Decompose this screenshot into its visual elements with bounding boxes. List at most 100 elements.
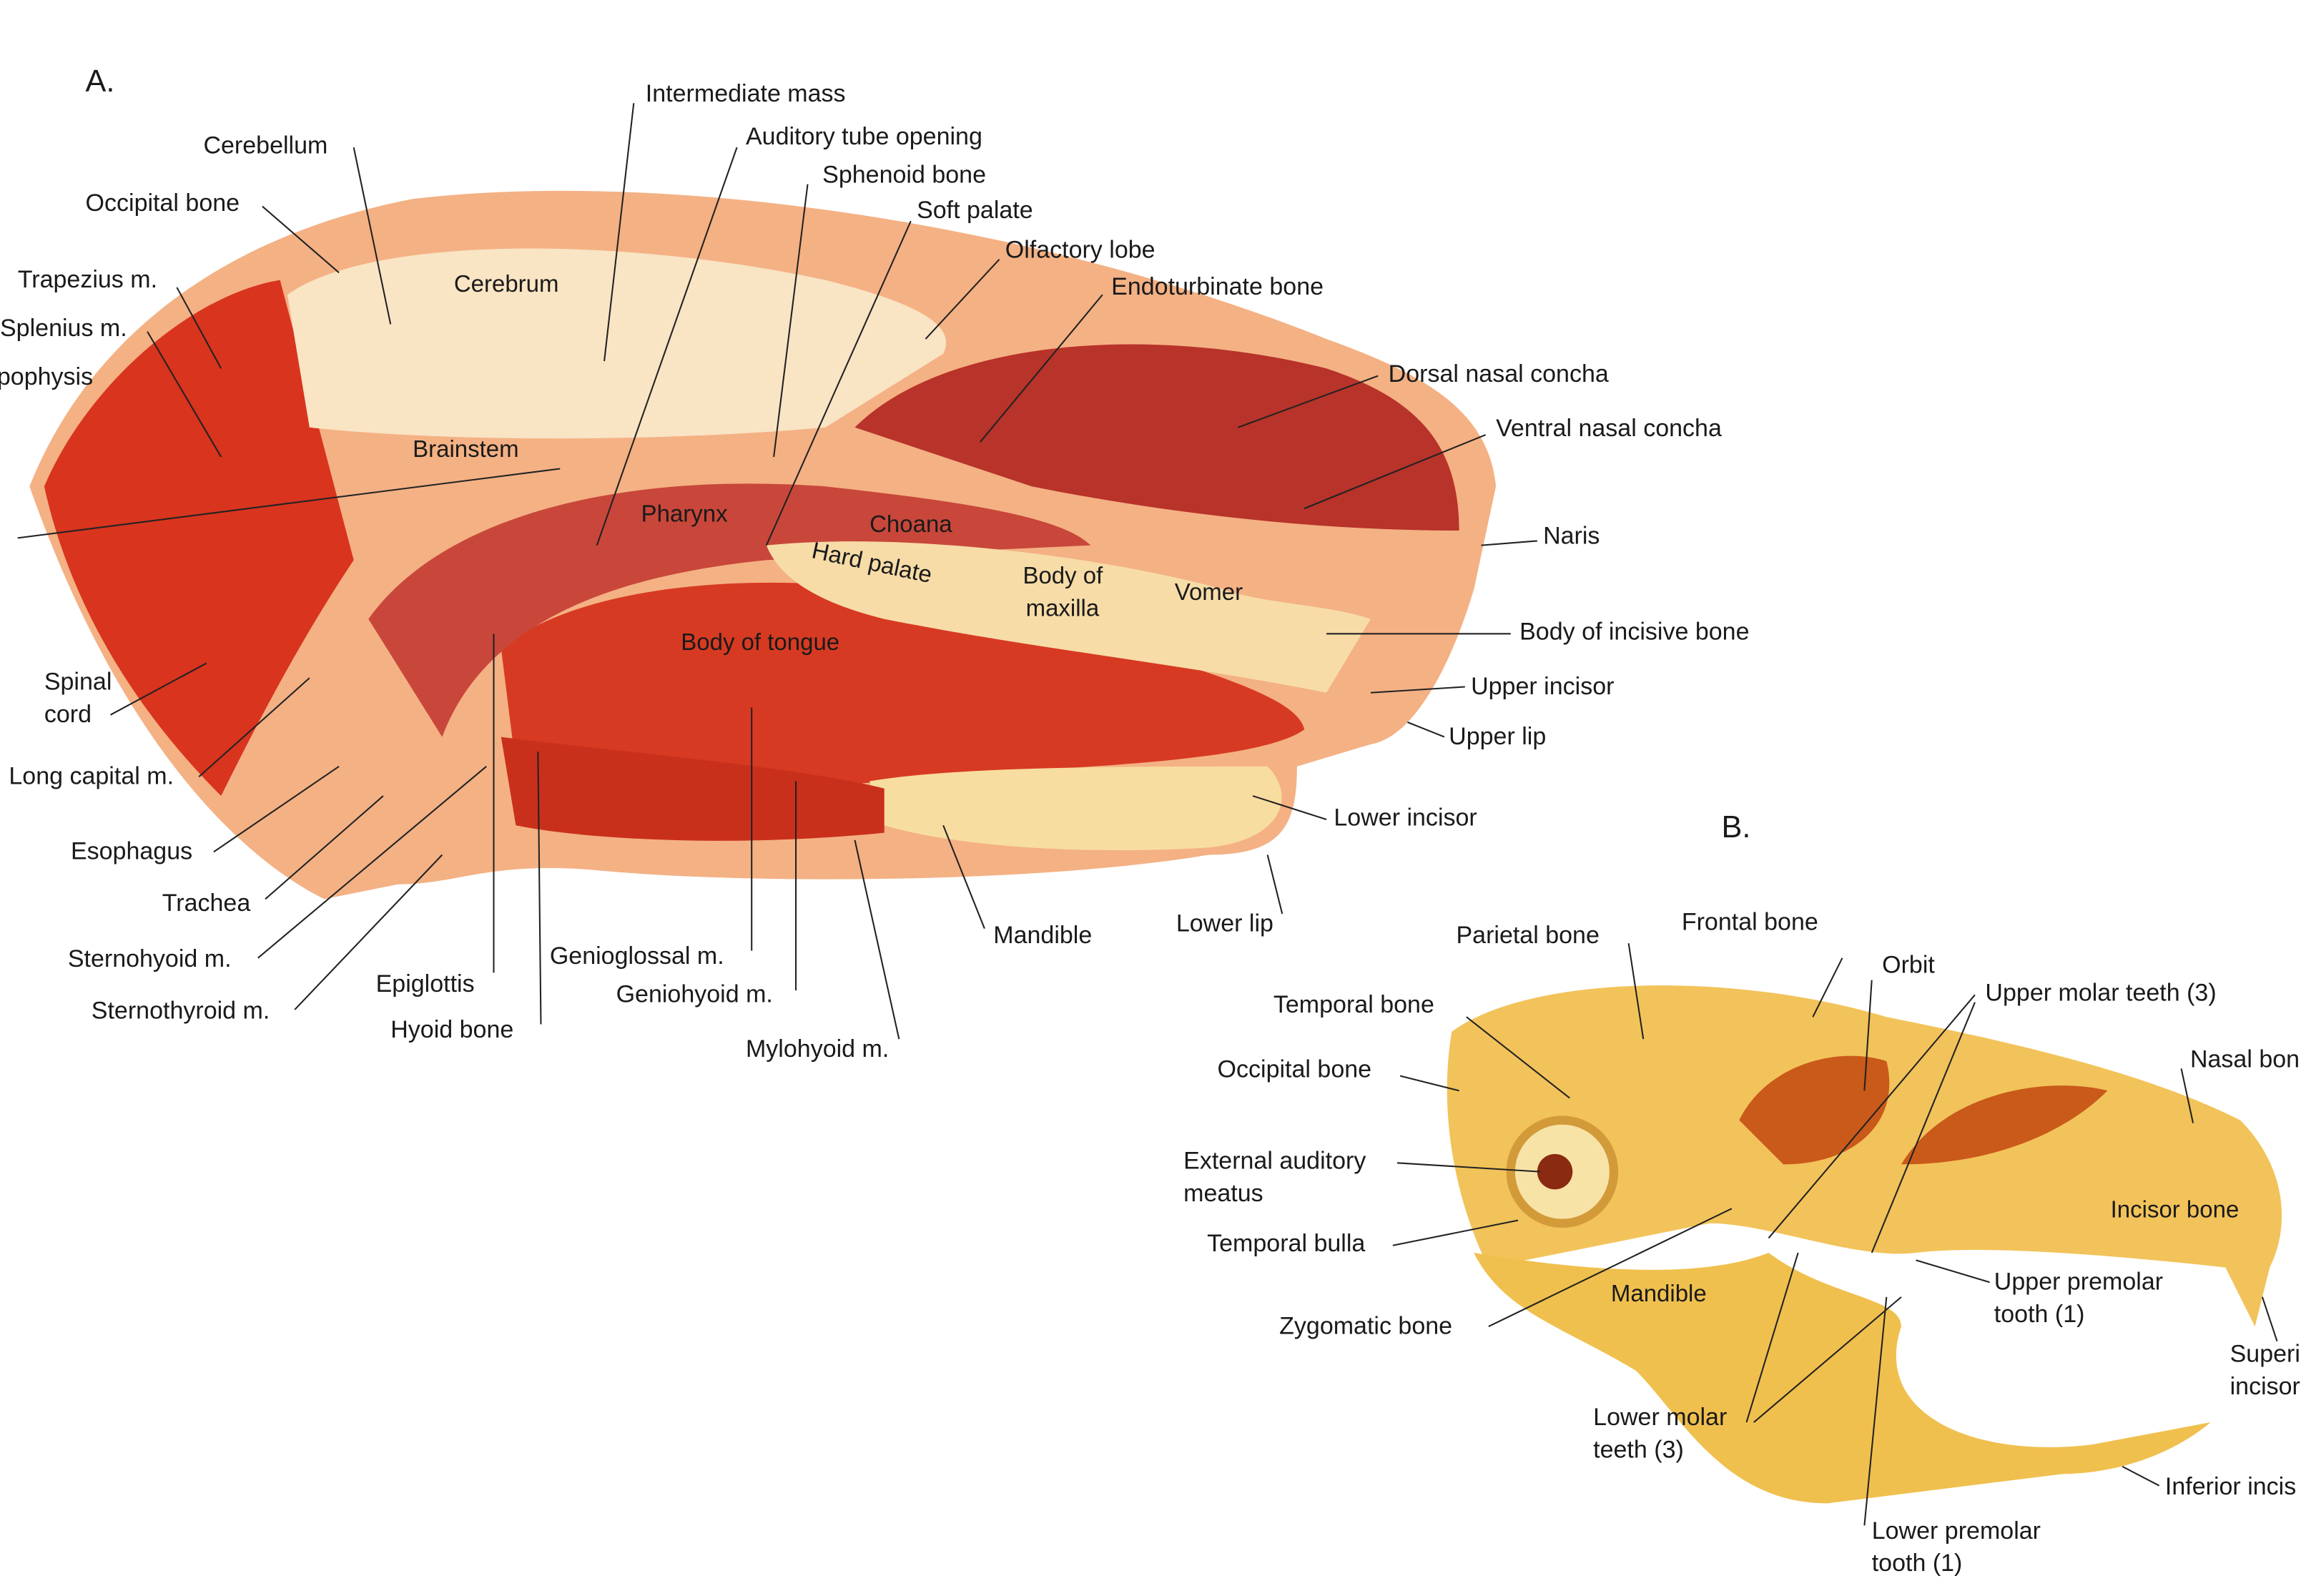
leader-line [1745,1252,1799,1423]
leader-line [1768,994,1976,1239]
leader-line [17,468,561,539]
figure-a-label: Trapezius m. [17,267,158,294]
figure-a-label: Genioglossal m. [549,943,724,970]
leader-line [1370,686,1465,694]
leader-line [353,147,392,325]
figure-b-label: External auditory [1183,1148,1366,1175]
leader-line [294,854,443,1010]
leader-line [257,766,487,959]
leader-line [1238,375,1379,428]
leader-line [603,103,635,362]
figure-a-label: Mylohyoid m. [745,1036,890,1063]
figure-a-label: Occipital bone [85,189,240,217]
meatus-opening [1537,1153,1573,1190]
figure-b-label: incisor [2229,1374,2300,1401]
figure-a-label: Auditory tube opening [745,124,982,151]
figure-a-label: Esophagus [70,838,193,865]
leader-line [213,765,340,853]
leader-line [1466,1016,1570,1099]
figure-b-label: Upper molar teeth (3) [1985,980,2217,1007]
leader-line [198,677,310,778]
figure-a-label: Sphenoid bone [822,162,987,189]
figure-a-label: Intermediate mass [645,81,846,108]
leader-line [1392,1219,1519,1246]
figure-b-label: Parietal bone [1456,922,1600,950]
figure-a-label: Epiglottis [375,971,475,998]
leader-line [1488,1208,1733,1328]
leader-line [1863,980,1873,1091]
tongue [501,582,1305,802]
figure-a-label: Lower incisor [1334,804,1477,832]
leader-line [1266,854,1283,915]
leader-line [765,220,912,546]
lower-muscles [501,737,885,841]
figure-a-label: maxilla [1025,596,1100,622]
figure-a-label: Vomer [1174,581,1243,606]
figure-b-label: Zygomatic bone [1279,1313,1453,1340]
muscle-neck [44,280,354,797]
figure-a-label: Spinal [44,669,112,696]
nasal-fossa [1901,1085,2108,1165]
figure-b-label: Superi [2229,1341,2300,1368]
leader-line [2122,1465,2160,1487]
leader-line [1916,1259,1990,1284]
skull-b [1447,985,2282,1327]
leader-line [110,662,207,716]
figure-a-label: Naris [1543,523,1600,550]
leader-lines [17,103,2278,1526]
figure-a-label: Sternohyoid m. [67,946,232,973]
figure-b-label: Orbit [1882,952,1935,979]
mandible-b [1474,1253,2211,1504]
figure-b-label: Inferior incis [2164,1474,2297,1501]
figure-a-label: cord [44,701,92,729]
figure-b-label: teeth (3) [1593,1437,1684,1464]
figure-b-label: Temporal bulla [1207,1231,1366,1258]
figure-b-label: tooth (1) [1994,1301,2085,1329]
leader-line [979,294,1103,443]
leader-line [1863,1296,1888,1526]
leader-line [1396,1162,1541,1173]
leader-line [2261,1296,2278,1342]
figure-a-label: Endoturbinate bone [1111,274,1324,301]
panel-label-a: A. [85,64,115,99]
figure-b-label: Lower molar [1593,1404,1728,1432]
figure-a-label: Soft palate [917,197,1033,225]
leader-line [262,205,340,274]
figure-a-label: Sternothyroid m. [91,998,270,1025]
palate-bone [766,541,1371,693]
nasal-cavity [854,344,1459,531]
figure-a-label: Choana [869,513,952,538]
figure-a-label: Body of incisive bone [1519,619,1750,646]
leader-line [1407,721,1445,738]
figure-a-label: Olfactory lobe [1005,237,1156,264]
figure-a-label: Hyoid bone [390,1017,514,1044]
figure-a-label: Body of tongue [681,631,840,656]
figure-b-label: meatus [1183,1181,1263,1208]
figure-b-label: Occipital bone [1217,1056,1372,1083]
figure-a-label: Body of [1023,564,1103,590]
leader-line [1812,957,1843,1018]
figure-a-label: Trachea [162,890,251,917]
leader-line [1627,943,1645,1040]
leader-line [942,824,985,929]
leader-line [265,795,384,900]
figure-b-label: Frontal bone [1681,909,1818,936]
figure-a-label: Geniohyoid m. [616,981,773,1008]
leader-line [1252,795,1327,821]
figure-a-label: Upper incisor [1471,673,1615,701]
figure-a-label: Upper lip [1449,724,1547,751]
figure-b-label: Temporal bone [1273,992,1434,1019]
figure-a-label: Lower lip [1176,910,1273,937]
figure-b-label: tooth (1) [1871,1550,1963,1577]
figure-b-label: Upper premolar [1994,1269,2164,1296]
leader-line [147,331,222,458]
leader-line [1753,1296,1902,1423]
figure-b-label: Lower premolar [1871,1518,2041,1545]
figure-b-label: Incisor bone [2110,1198,2239,1223]
figure-b-label: Mandible [1610,1282,1707,1308]
leader-line [1871,1002,1976,1253]
figure-a-label: pophysis [0,364,94,391]
leader-line [596,147,738,546]
